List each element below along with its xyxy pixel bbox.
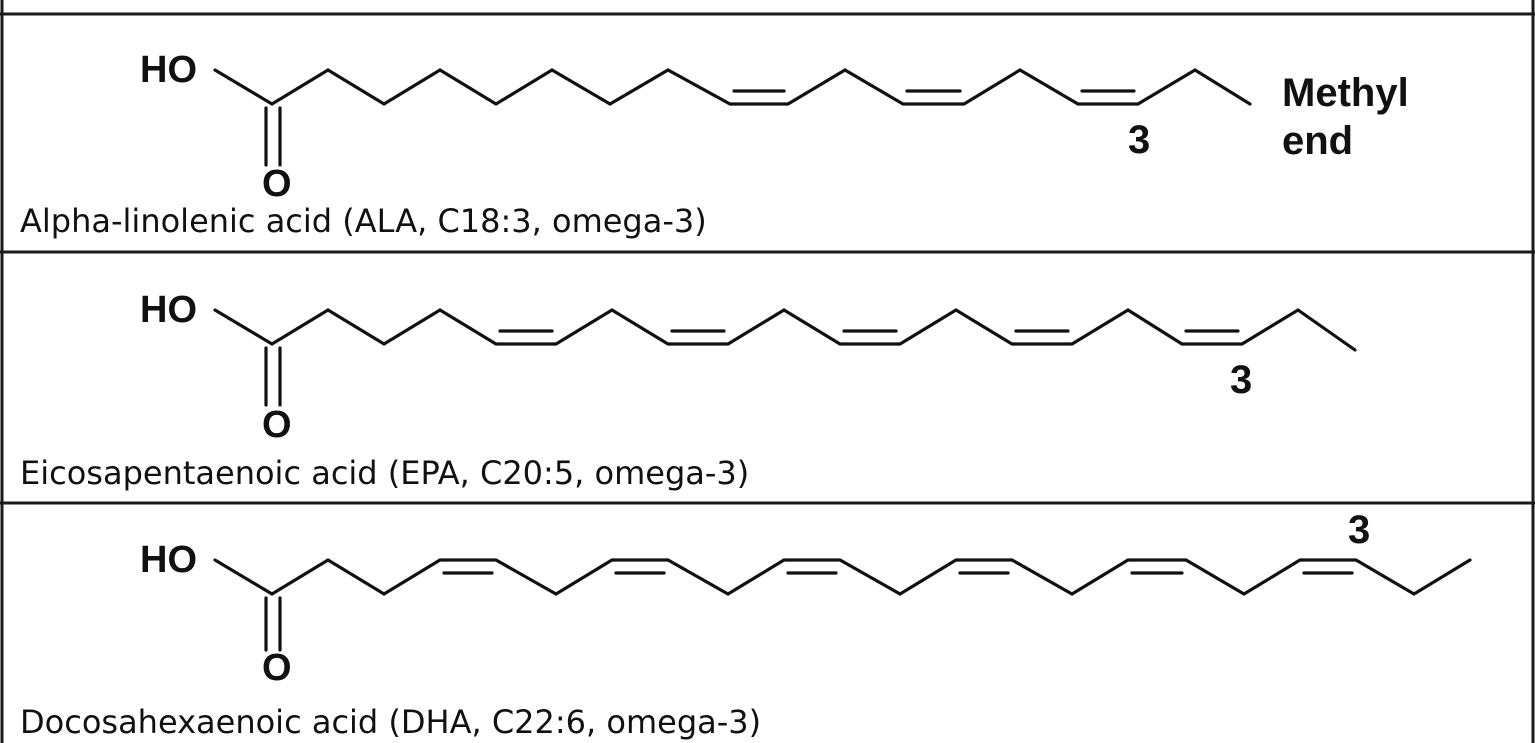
ala-hydroxyl-label: HO xyxy=(140,49,197,91)
epa-structure: HO O 3 Eicosapentaenoic acid (EPA, C20:5… xyxy=(20,289,1357,492)
dha-backbone xyxy=(213,558,1472,596)
dha-omega-3-marker: 3 xyxy=(1348,508,1370,552)
epa-carbonyl-oxygen-label: O xyxy=(262,404,292,446)
dha-carbonyl-oxygen-label: O xyxy=(262,647,292,689)
epa-caption: Eicosapentaenoic acid (EPA, C20:5, omega… xyxy=(20,454,749,492)
ala-structure: HO O 3 Methyl end Alpha-linolenic acid (… xyxy=(20,49,1409,240)
ala-carbon-chain xyxy=(213,68,1252,167)
ala-backbone xyxy=(213,68,1252,106)
epa-carbon-chain xyxy=(213,308,1357,407)
epa-omega-3-marker: 3 xyxy=(1230,358,1252,402)
ala-omega-3-marker: 3 xyxy=(1128,118,1150,162)
epa-backbone xyxy=(213,308,1357,352)
dha-structure: HO O 3 Docosahexaenoic acid (DHA, C22:6,… xyxy=(20,508,1472,741)
epa-hydroxyl-label: HO xyxy=(140,289,197,331)
dha-hydroxyl-label: HO xyxy=(140,539,197,581)
methyl-end-label-line1: Methyl xyxy=(1282,71,1409,115)
methyl-end-label-line2: end xyxy=(1282,119,1353,163)
ala-carbonyl-oxygen-label: O xyxy=(262,163,292,205)
dha-carbon-chain xyxy=(213,558,1472,652)
ala-caption: Alpha-linolenic acid (ALA, C18:3, omega-… xyxy=(20,202,707,240)
dha-caption: Docosahexaenoic acid (DHA, C22:6, omega-… xyxy=(20,703,761,741)
